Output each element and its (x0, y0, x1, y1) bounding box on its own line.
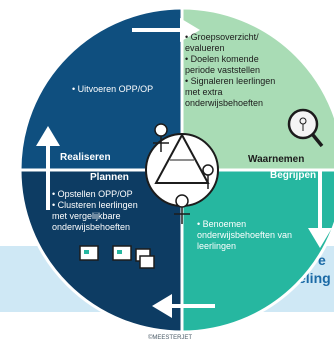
top-right-item-5: met extra (185, 87, 223, 97)
student-icon-2 (202, 164, 214, 189)
label-plannen: Plannen (90, 172, 129, 183)
arrow-down-right (308, 170, 332, 248)
quadrant-bottom-right (182, 170, 334, 332)
bottom-left-item-1: • Clusteren leerlingen (52, 200, 138, 210)
top-right-item-1: evalueren (185, 43, 225, 53)
arrow-left-bottom (152, 294, 215, 318)
label-waarnemen: Waarnemen (248, 154, 304, 165)
quadrant-bottom-left (20, 170, 182, 332)
quadrant-top-left (20, 8, 182, 170)
bottom-right-item-2: leerlingen (197, 241, 236, 251)
bottom-right-item-0: • Benoemen (197, 219, 246, 229)
top-right-item-0: • Groepsoverzicht/ (185, 32, 259, 42)
bottom-right-item-1: onderwijsbehoeften van (197, 230, 292, 240)
top-right-item-3: periode vaststellen (185, 65, 260, 75)
label-realiseren: Realiseren (60, 152, 111, 163)
cards-icon (79, 245, 155, 269)
bottom-left-item-3: onderwijsbehoeften (52, 222, 130, 232)
arrow-up-left (36, 126, 60, 210)
label-begrijpen: Begrijpen (270, 170, 316, 181)
bottom-left-item-0: • Opstellen OPP/OP (52, 189, 133, 199)
credit-label: ©MEESTERJET (148, 334, 192, 341)
top-left-item-0: • Uitvoeren OPP/OP (72, 84, 153, 94)
magnifier-icon (287, 108, 324, 148)
top-right-item-4: • Signaleren leerlingen (185, 76, 275, 86)
top-right-item-6: onderwijsbehoeften (185, 98, 263, 108)
pyramid-icon (154, 132, 210, 184)
teacher-icon (174, 194, 190, 224)
side-fragment-3: e (318, 252, 326, 268)
student-icon (153, 123, 169, 152)
bottom-left-item-2: met vergelijkbare (52, 211, 121, 221)
top-right-item-2: • Doelen komende (185, 54, 259, 64)
arrow-right-top (132, 18, 200, 42)
